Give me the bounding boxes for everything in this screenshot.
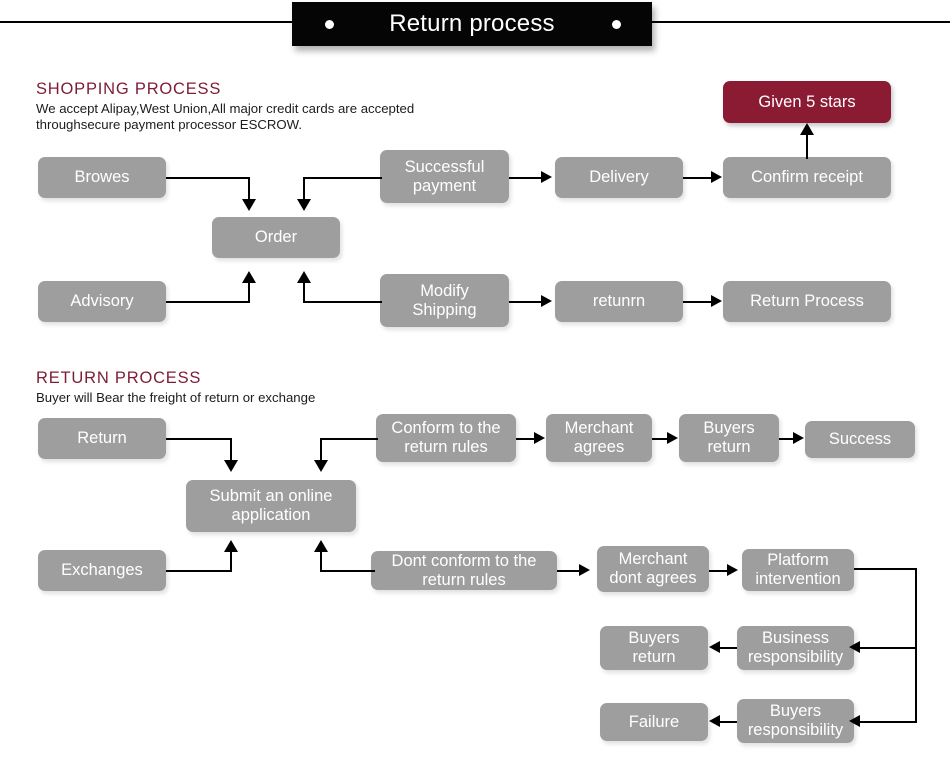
connector-conform-left xyxy=(320,438,378,440)
arrow-up-from-dont-conform-icon xyxy=(314,540,328,552)
connector-exchanges-up xyxy=(230,552,232,572)
node-return[interactable]: Return xyxy=(38,418,166,459)
arrow-right-to-retunrn-icon xyxy=(541,295,552,307)
connector-advisory-right xyxy=(166,301,250,303)
connector-exchanges-right xyxy=(166,570,232,572)
node-browes[interactable]: Browes xyxy=(38,157,166,198)
connector-spine-to-buyers-responsibility xyxy=(860,721,917,723)
node-successful-payment[interactable]: Successful payment xyxy=(380,150,509,203)
node-delivery[interactable]: Delivery xyxy=(555,157,683,198)
node-confirm-receipt[interactable]: Confirm receipt xyxy=(723,157,891,198)
banner-dot-left-icon xyxy=(325,20,334,29)
connector-modify-up xyxy=(303,283,305,303)
arrow-up-from-advisory-icon xyxy=(242,271,256,283)
arrow-right-to-merchant-agrees-icon xyxy=(534,432,545,444)
connector-return-down xyxy=(230,438,232,462)
connector-advisory-up xyxy=(248,283,250,303)
return-process-heading: RETURN PROCESS xyxy=(36,369,202,387)
node-merchant-dont-agrees[interactable]: Merchant dont agrees xyxy=(597,546,709,592)
node-advisory[interactable]: Advisory xyxy=(38,281,166,322)
connector-modify-to-retunrn xyxy=(509,301,541,303)
arrow-up-from-exchanges-icon xyxy=(224,540,238,552)
connector-confirm-to-stars xyxy=(806,129,808,159)
connector-browes-down xyxy=(248,177,250,201)
node-buyers-responsibility[interactable]: Buyers responsibility xyxy=(737,699,854,743)
arrow-up-to-given-5-stars-icon xyxy=(800,123,814,135)
connector-dont-conform-up xyxy=(320,552,322,572)
arrow-up-from-modify-shipping-icon xyxy=(297,271,311,283)
connector-merchant-agrees-to-buyers-return xyxy=(652,438,667,440)
node-dont-conform-to-return-rules[interactable]: Dont conform to the return rules xyxy=(371,551,557,590)
arrow-down-to-order-right-icon xyxy=(297,199,311,211)
arrow-down-to-submit-right-icon xyxy=(314,460,328,472)
arrow-right-to-buyers-return-icon xyxy=(667,432,678,444)
arrow-right-to-confirm-receipt-icon xyxy=(711,171,722,183)
node-submit-online-application[interactable]: Submit an online application xyxy=(186,480,356,532)
node-exchanges[interactable]: Exchanges xyxy=(38,550,166,591)
connector-conform-to-merchant-agrees xyxy=(516,438,534,440)
arrow-right-to-platform-intervention-icon xyxy=(727,564,738,576)
node-conform-to-return-rules[interactable]: Conform to the return rules xyxy=(376,414,516,462)
connector-buyers-return-to-success xyxy=(779,438,793,440)
connector-payment-down xyxy=(303,177,305,201)
connector-merchant-dont-agrees-to-platform xyxy=(709,570,727,572)
arrow-left-to-business-responsibility-icon xyxy=(849,641,860,653)
connector-delivery-to-confirm xyxy=(683,177,711,179)
connector-payment-left xyxy=(303,177,382,179)
banner: Return process xyxy=(292,2,652,46)
shopping-process-heading: SHOPPING PROCESS xyxy=(36,80,222,98)
return-process-description: Buyer will Bear the freight of return or… xyxy=(36,390,316,405)
connector-browes-right xyxy=(166,177,250,179)
node-platform-intervention[interactable]: Platform intervention xyxy=(742,549,854,591)
arrow-left-to-failure-icon xyxy=(709,715,720,727)
connector-modify-left xyxy=(303,301,382,303)
connector-spine-to-business-responsibility xyxy=(860,647,917,649)
arrow-right-to-return-process-icon xyxy=(711,295,722,307)
arrow-down-to-order-left-icon xyxy=(242,199,256,211)
connector-payment-to-delivery xyxy=(509,177,541,179)
node-business-responsibility[interactable]: Business responsibility xyxy=(737,626,854,670)
node-modify-shipping[interactable]: Modify Shipping xyxy=(380,274,509,327)
shopping-process-description: We accept Alipay,West Union,All major cr… xyxy=(36,101,415,132)
arrow-left-to-buyers-responsibility-icon xyxy=(849,715,860,727)
node-failure[interactable]: Failure xyxy=(600,703,708,741)
node-merchant-agrees[interactable]: Merchant agrees xyxy=(546,414,652,462)
connector-dont-conform-left xyxy=(320,570,375,572)
connector-platform-right xyxy=(854,568,917,570)
node-given-5-stars[interactable]: Given 5 stars xyxy=(723,81,891,123)
arrow-down-to-submit-left-icon xyxy=(224,460,238,472)
node-buyers-return-top[interactable]: Buyers return xyxy=(679,414,779,462)
node-return-process[interactable]: Return Process xyxy=(723,281,891,322)
banner-dot-right-icon xyxy=(612,20,621,29)
arrow-right-to-delivery-icon xyxy=(541,171,552,183)
connector-retunrn-to-return-process xyxy=(683,301,711,303)
arrow-right-to-merchant-dont-agrees-icon xyxy=(579,564,590,576)
connector-return-right xyxy=(166,438,232,440)
node-success[interactable]: Success xyxy=(805,421,915,458)
connector-conform-down xyxy=(320,438,322,462)
node-order[interactable]: Order xyxy=(212,217,340,258)
arrow-right-to-success-icon xyxy=(793,432,804,444)
arrow-left-to-buyers-return-mid-icon xyxy=(709,641,720,653)
page-title: Return process xyxy=(389,10,555,37)
connector-business-responsibility-to-buyers-return xyxy=(720,647,737,649)
connector-buyers-responsibility-to-failure xyxy=(720,721,737,723)
connector-platform-spine xyxy=(915,568,917,723)
connector-dont-conform-to-merchant-dont-agrees xyxy=(557,570,579,572)
node-retunrn[interactable]: retunrn xyxy=(555,281,683,322)
node-buyers-return-mid[interactable]: Buyers return xyxy=(600,626,708,670)
